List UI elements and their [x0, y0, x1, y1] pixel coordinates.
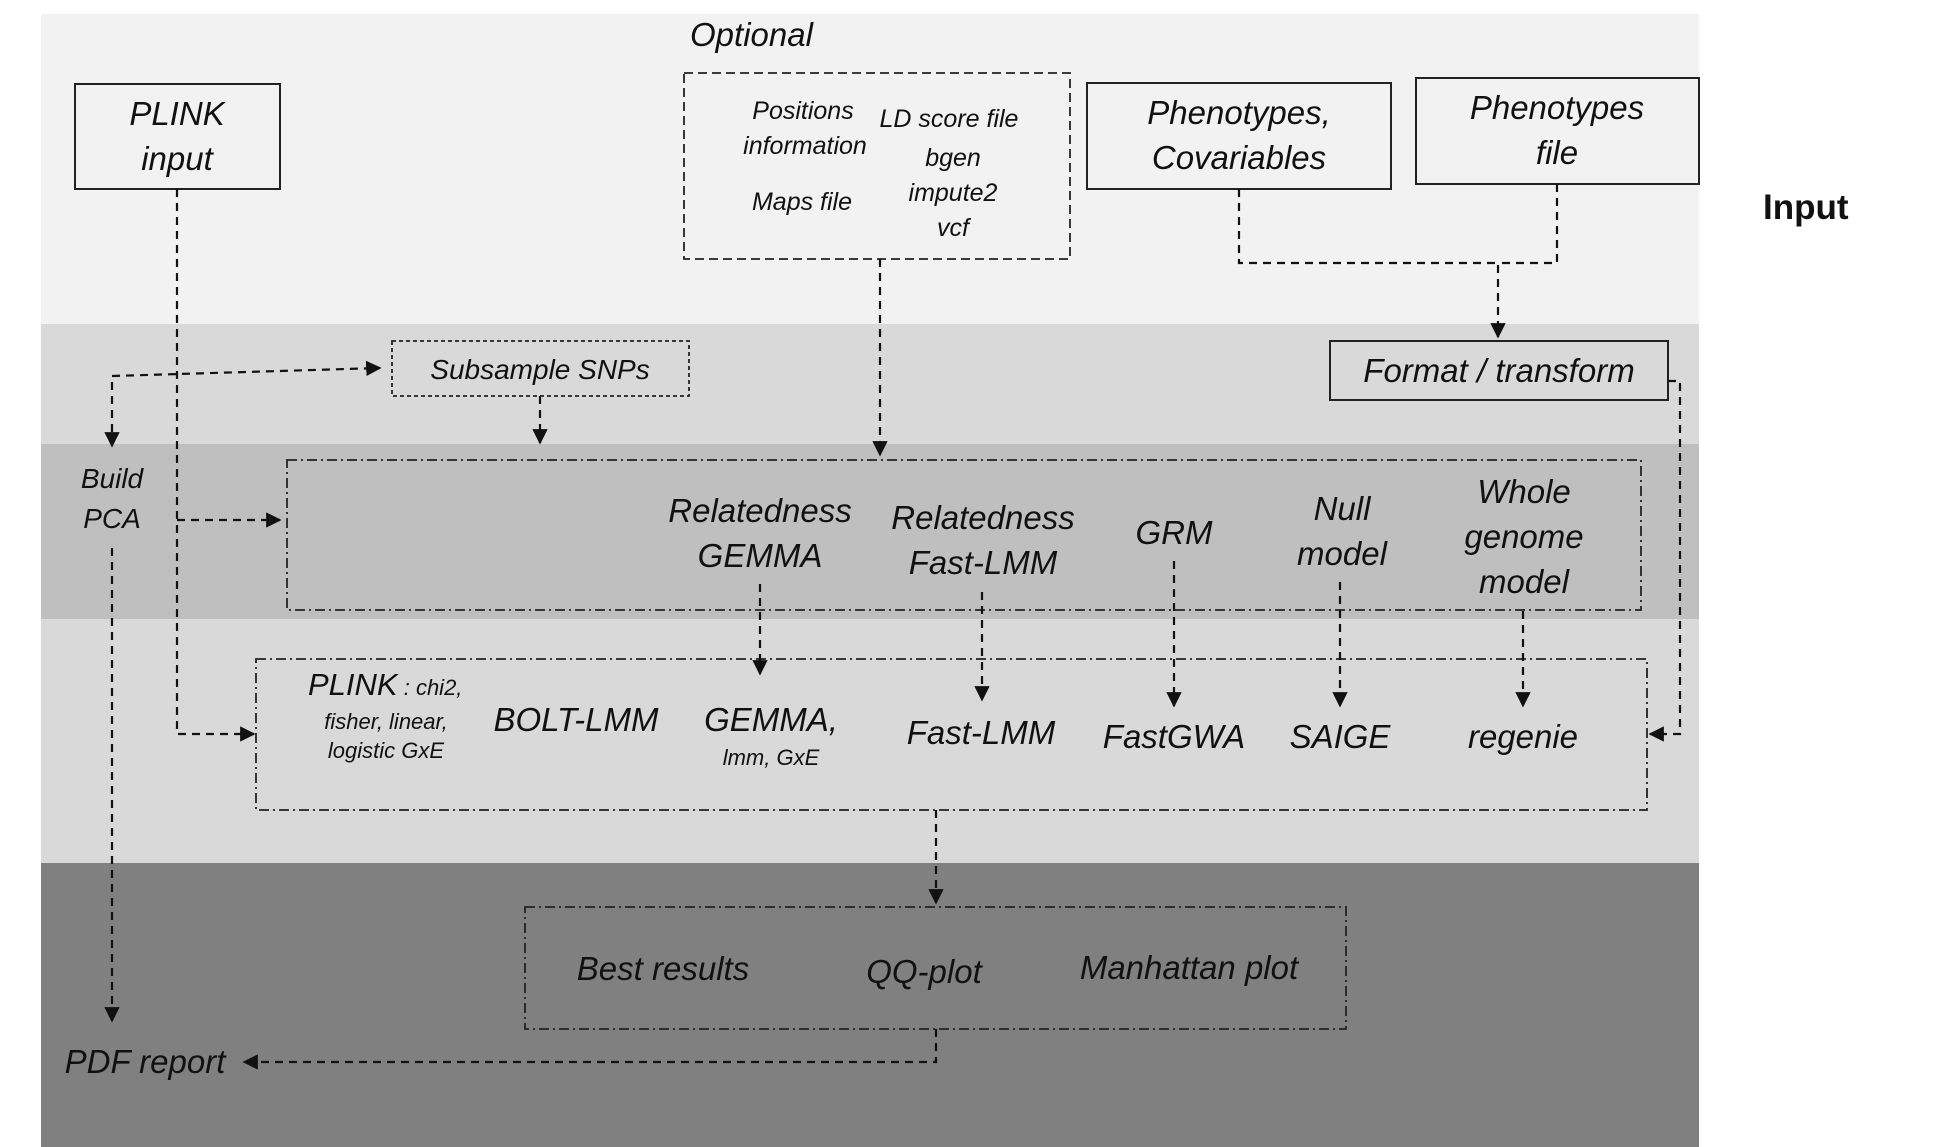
plink-input-label-2: input — [141, 140, 214, 177]
connectors — [104, 184, 1682, 1070]
optional-bgen: bgen — [925, 144, 981, 172]
tool-gemma: GEMMA, — [704, 701, 838, 738]
optional-box — [683, 72, 1071, 260]
tool-gemma-detail: lmm, GxE — [723, 745, 820, 770]
edge-output-to-pdf — [242, 1029, 938, 1070]
wg-model-3: model — [1479, 563, 1571, 600]
models-box — [286, 459, 1642, 611]
optional-maps: Maps file — [752, 188, 852, 216]
format-box — [1329, 340, 1669, 401]
output-box — [524, 906, 1347, 1030]
tool-plink: PLINK : chi2, — [308, 667, 462, 702]
pheno-cov-label-2: Covariables — [1152, 139, 1326, 176]
tool-plink-name: PLINK — [308, 667, 399, 702]
optional-vcf: vcf — [937, 214, 972, 242]
rel-fastlmm-1: Relatedness — [891, 499, 1074, 536]
edge-format-to-tools — [1648, 379, 1682, 742]
edge-pheno-cov-merge — [1237, 189, 1498, 265]
optional-ld-score: LD score file — [880, 105, 1019, 133]
optional-positions-1: Positions — [752, 97, 853, 125]
wg-model-2: genome — [1464, 518, 1583, 555]
output-qq: QQ-plot — [866, 953, 983, 990]
pheno-file-label-2: file — [1536, 134, 1578, 171]
band-tools — [41, 619, 1699, 863]
null-model-1: Null — [1314, 490, 1373, 527]
optional-positions-2: information — [743, 132, 867, 160]
edge-pheno-file-merge — [1490, 184, 1559, 339]
band-input — [41, 14, 1699, 324]
grm-label: GRM — [1136, 514, 1214, 551]
band-label-input: Input — [1763, 188, 1849, 227]
optional-impute2: impute2 — [909, 179, 998, 207]
subsample-label: Subsample SNPs — [430, 354, 649, 385]
rel-gemma-1: Relatedness — [668, 492, 851, 529]
edge-plink-to-subsample — [104, 360, 382, 448]
build-pca-1: Build — [81, 463, 145, 494]
pheno-cov-label-1: Phenotypes, — [1147, 94, 1330, 131]
build-pca-2: PCA — [83, 503, 141, 534]
band-models — [41, 444, 1699, 619]
tool-plink-detail-3: logistic GxE — [328, 738, 444, 763]
tool-plink-detail-2: fisher, linear, — [324, 709, 448, 734]
optional-title: Optional — [690, 16, 815, 53]
wg-model-1: Whole — [1477, 473, 1571, 510]
tool-bolt: BOLT-LMM — [493, 701, 659, 738]
plink-input-label-1: PLINK — [129, 95, 226, 132]
tools-box — [255, 658, 1648, 811]
band-output — [41, 863, 1699, 1147]
tool-fastlmm: Fast-LMM — [907, 714, 1056, 751]
rel-gemma-2: GEMMA — [698, 537, 823, 574]
output-pdf: PDF report — [65, 1043, 228, 1080]
tool-plink-detail-1: : chi2, — [398, 675, 463, 700]
format-label: Format / transform — [1363, 352, 1634, 389]
rel-fastlmm-2: Fast-LMM — [909, 544, 1058, 581]
tool-saige: SAIGE — [1290, 718, 1392, 755]
pheno-file-label-1: Phenotypes — [1470, 89, 1644, 126]
null-model-2: model — [1297, 535, 1389, 572]
output-best: Best results — [577, 950, 749, 987]
tool-regenie: regenie — [1468, 718, 1578, 755]
tool-fastgwa: FastGWA — [1103, 718, 1245, 755]
output-manhattan: Manhattan plot — [1080, 949, 1300, 986]
